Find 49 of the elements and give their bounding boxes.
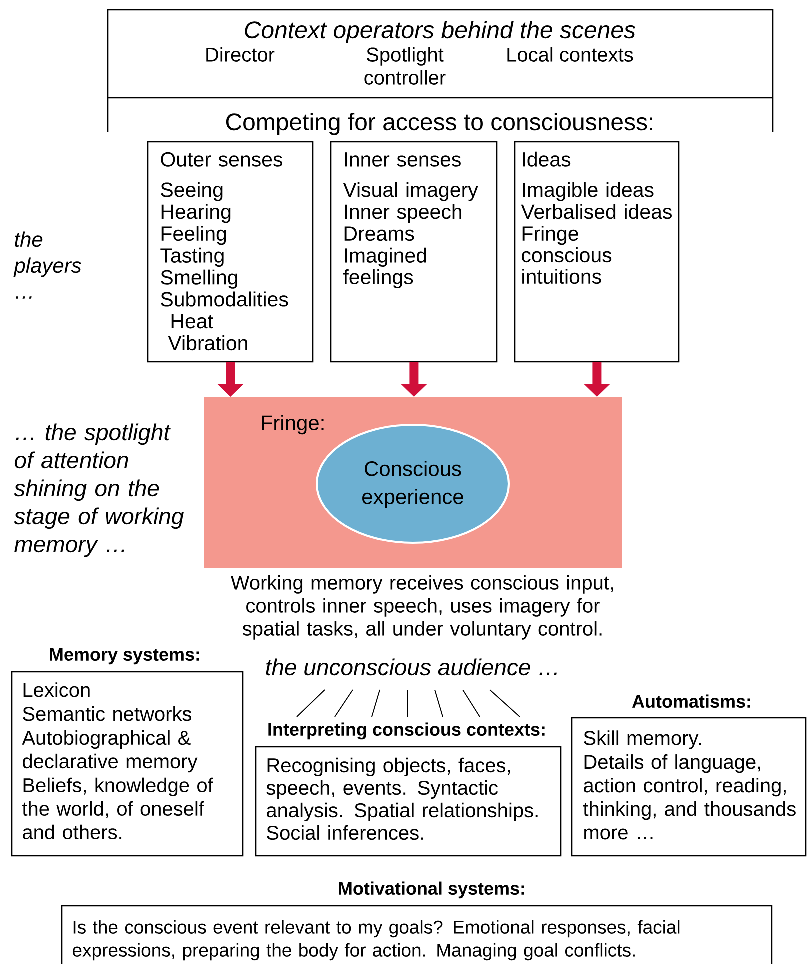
box-heading: Context operators behind the scenes xyxy=(245,20,636,44)
role-label: Director xyxy=(206,47,275,62)
box-text: Recognising objects, faces, speech, events. Syntactic analysis. Spatial relationships. Social inferences. xyxy=(266,758,538,840)
box-heading: Motivational systems: xyxy=(339,882,524,899)
list-item: Heat xyxy=(172,314,214,329)
list-box xyxy=(147,141,314,363)
list-item: Fringe conscious intuitions xyxy=(522,226,612,284)
list-item: Dreams xyxy=(344,226,414,242)
role-label: Local contexts xyxy=(508,47,634,62)
box-heading: Ideas xyxy=(523,152,571,167)
list-box xyxy=(514,141,680,363)
box-heading: Automatisms: xyxy=(632,694,750,708)
list-item: Imagible ideas xyxy=(523,182,654,202)
list-box xyxy=(330,141,498,363)
list-item: Semantic networks xyxy=(23,706,192,722)
role-label: Spotlight controller xyxy=(364,47,446,85)
box-heading: Interpreting conscious contexts: xyxy=(268,722,545,740)
list-item: Feeling xyxy=(162,226,226,246)
list-item: Hearing xyxy=(162,204,231,224)
text-box xyxy=(571,694,807,857)
italic-label: the unconscious audience … xyxy=(266,658,557,676)
list-item: Smelling xyxy=(161,270,238,289)
box-text: Is the conscious event relevant to my goals? Emotional responses, facial expressions, preparing the body for action. Managing goal conflicts. xyxy=(72,920,680,961)
italic-label: … the spotlight of attention shining on the stage of working memory … xyxy=(14,424,184,558)
list-item: Lexicon xyxy=(24,682,90,698)
fringe-label: Fringe: xyxy=(262,415,324,435)
list-item: Visual imagery xyxy=(343,182,478,202)
box-heading: Memory systems: xyxy=(50,648,200,665)
list-item: Vibration xyxy=(168,336,248,351)
box-heading: Competing for access to consciousness: xyxy=(226,112,652,136)
ellipse-text: Conscious experience xyxy=(362,460,464,509)
list-item: Seeing xyxy=(161,182,223,202)
box-text: Skill memory. xyxy=(584,730,701,750)
list-item: Beliefs, knowledge of the world, of oneself and others. xyxy=(22,778,214,840)
text-box xyxy=(255,722,562,857)
list-item: Verbalised ideas xyxy=(521,204,672,220)
list-item: Autobiographical & declarative memory xyxy=(22,730,198,773)
list-item: Imagined feelings xyxy=(344,248,426,289)
list-item: Tasting xyxy=(160,248,224,268)
text-box xyxy=(61,882,773,964)
text-box xyxy=(11,648,244,857)
stage-caption: Working memory receives conscious input, controls inner speech, uses imagery for spatial tasks, all under voluntary control. xyxy=(230,575,614,640)
list-item: Submodalities xyxy=(161,292,288,307)
box-heading: Inner senses xyxy=(345,152,461,167)
context-box xyxy=(107,9,774,136)
italic-label: the players … xyxy=(14,232,82,299)
list-item: Inner speech xyxy=(345,204,462,224)
box-heading: Outer senses xyxy=(161,152,282,167)
box-text: Details of language, action control, reading, thinking, and thousands more … xyxy=(584,754,796,840)
